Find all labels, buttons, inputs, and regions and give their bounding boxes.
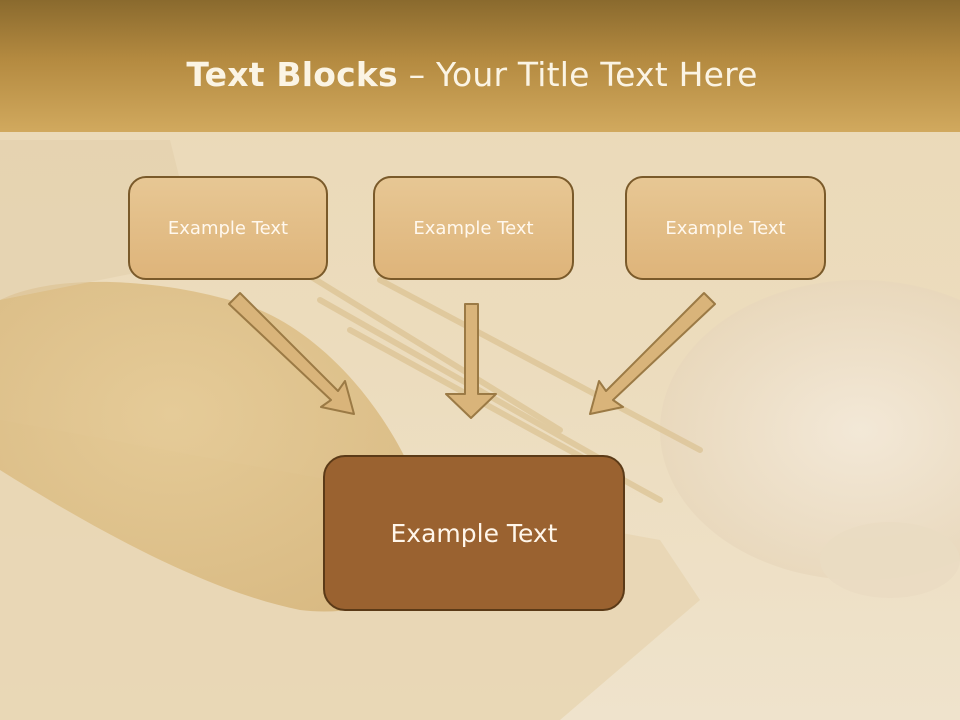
text-block-2-label: Example Text	[413, 217, 534, 239]
title-bold-part: Text Blocks	[186, 55, 398, 94]
main-text-block-label: Example Text	[390, 518, 558, 548]
text-block-3-label: Example Text	[665, 217, 786, 239]
text-block-1-label: Example Text	[167, 217, 289, 239]
main-text-block[interactable]: Example Text	[323, 455, 625, 611]
text-block-2[interactable]: Example Text	[373, 176, 574, 280]
title-band	[0, 0, 960, 132]
arrow-middle	[445, 303, 497, 419]
text-block-3[interactable]: Example Text	[625, 176, 826, 280]
title-rest-part: – Your Title Text Here	[397, 55, 758, 94]
arrow-left	[228, 292, 355, 415]
text-block-1[interactable]: Example Text	[128, 176, 328, 280]
slide-title: Text Blocks – Your Title Text Here	[0, 55, 944, 94]
arrow-right	[589, 292, 716, 415]
